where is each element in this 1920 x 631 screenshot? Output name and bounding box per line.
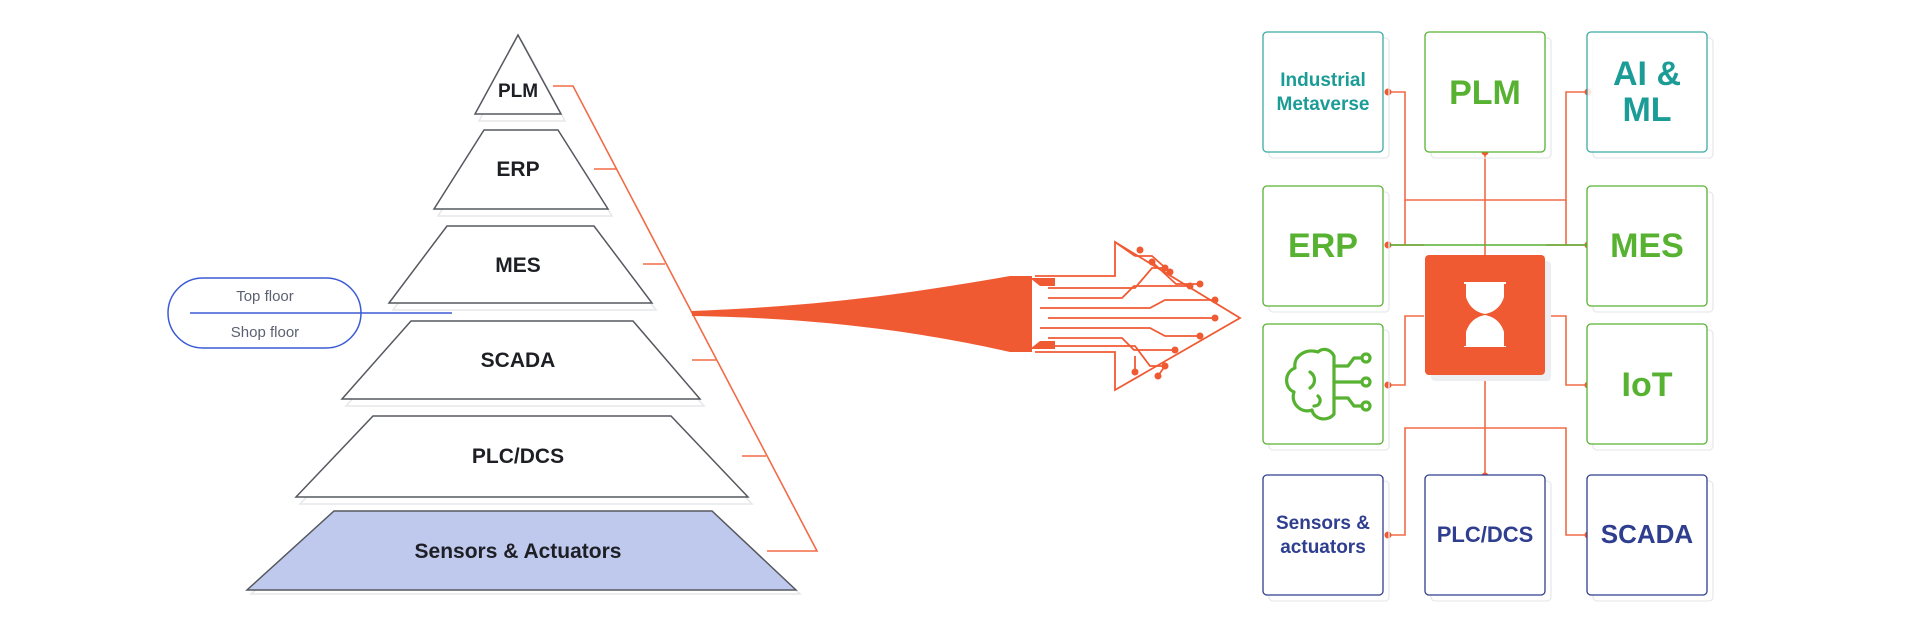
tile-erp: ERP <box>1262 185 1384 307</box>
tile-scada: SCADA <box>1586 474 1708 596</box>
pyramid-tier-plc-dcs <box>294 415 750 498</box>
tile-label-sensors: Sensors & <box>1276 513 1370 534</box>
tile-label-erp: ERP <box>1288 227 1358 265</box>
tier-label-sensors: Sensors & Actuators <box>415 540 622 563</box>
tier-label-scada: SCADA <box>481 349 556 372</box>
tile-plc-dcs: PLC/DCS <box>1424 474 1546 596</box>
tile-label-industrial: Industrial <box>1280 70 1366 91</box>
tier-label-plc-dcs: PLC/DCS <box>472 445 564 468</box>
hub-logo-icon <box>1425 255 1551 381</box>
brain-network-icon <box>1285 347 1372 421</box>
tile-mes: MES <box>1586 185 1708 307</box>
pyramid-tier-erp <box>432 129 610 210</box>
tile-iot: IoT <box>1586 323 1708 445</box>
pyramid: PLM ERP MES SCADA PLC/DCS Sensors & Actu… <box>245 33 802 595</box>
tile-label-plm: PLM <box>1449 74 1521 112</box>
shop-floor-label: Shop floor <box>231 324 299 341</box>
tile-label-plc-dcs: PLC/DCS <box>1437 522 1534 547</box>
tile-label-iot: IoT <box>1622 366 1673 404</box>
tile-ai-ml: AI & ML <box>1586 31 1708 153</box>
pyramid-tier-plm <box>473 33 563 115</box>
tile-plm: PLM <box>1424 31 1546 153</box>
tile-industrial-metaverse: Industrial Metaverse <box>1262 31 1384 153</box>
tile-label-ai: AI & <box>1613 55 1681 93</box>
circuit-arrow-icon <box>1030 240 1242 392</box>
tier-label-mes: MES <box>495 254 541 277</box>
tile-sensors-actuators: Sensors & actuators <box>1262 474 1384 596</box>
pyramid-tier-mes <box>387 225 654 304</box>
tier-label-plm: PLM <box>498 81 538 102</box>
top-floor-label: Top floor <box>236 288 294 305</box>
tile-label-scada: SCADA <box>1601 519 1694 549</box>
floor-divider-pill: Top floor Shop floor <box>167 277 452 349</box>
flare-shape <box>692 276 1032 352</box>
pyramid-tier-scada <box>340 320 702 400</box>
tile-label-ml: ML <box>1622 91 1671 129</box>
tier-label-erp: ERP <box>496 158 539 181</box>
tile-label-mes: MES <box>1610 227 1684 265</box>
pyramid-connector-lines <box>553 85 819 552</box>
tile-label-actuators: actuators <box>1280 537 1366 558</box>
tile-label-metaverse: Metaverse <box>1277 94 1370 115</box>
pyramid-tier-sensors <box>245 510 798 591</box>
tile-brain <box>1262 323 1384 445</box>
